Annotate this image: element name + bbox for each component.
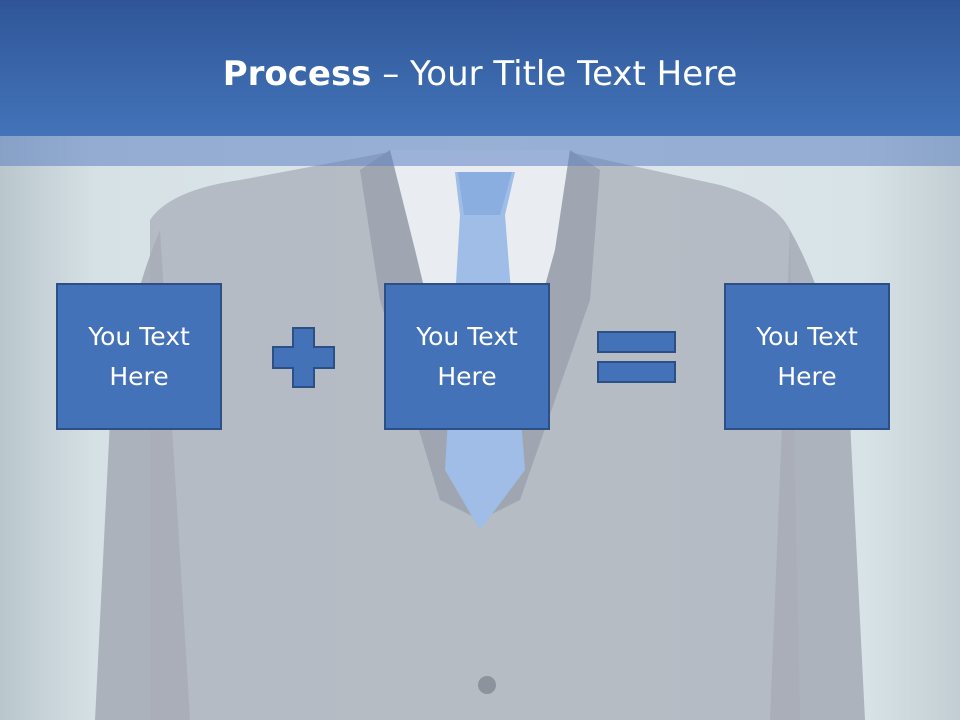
equals-icon bbox=[597, 331, 676, 383]
header-band bbox=[0, 0, 960, 136]
header-strip bbox=[0, 136, 960, 166]
process-box-2-label: You Text Here bbox=[416, 321, 518, 391]
process-box-1: You Text Here bbox=[56, 283, 222, 430]
slide-title: Process – Your Title Text Here bbox=[0, 50, 960, 98]
title-rest-part: – Your Title Text Here bbox=[371, 54, 738, 94]
title-bold-part: Process bbox=[222, 54, 372, 94]
process-box-3: You Text Here bbox=[724, 283, 890, 430]
plus-icon bbox=[272, 327, 335, 388]
process-box-2: You Text Here bbox=[384, 283, 550, 430]
process-box-3-label: You Text Here bbox=[756, 321, 858, 391]
process-box-1-label: You Text Here bbox=[88, 321, 190, 391]
